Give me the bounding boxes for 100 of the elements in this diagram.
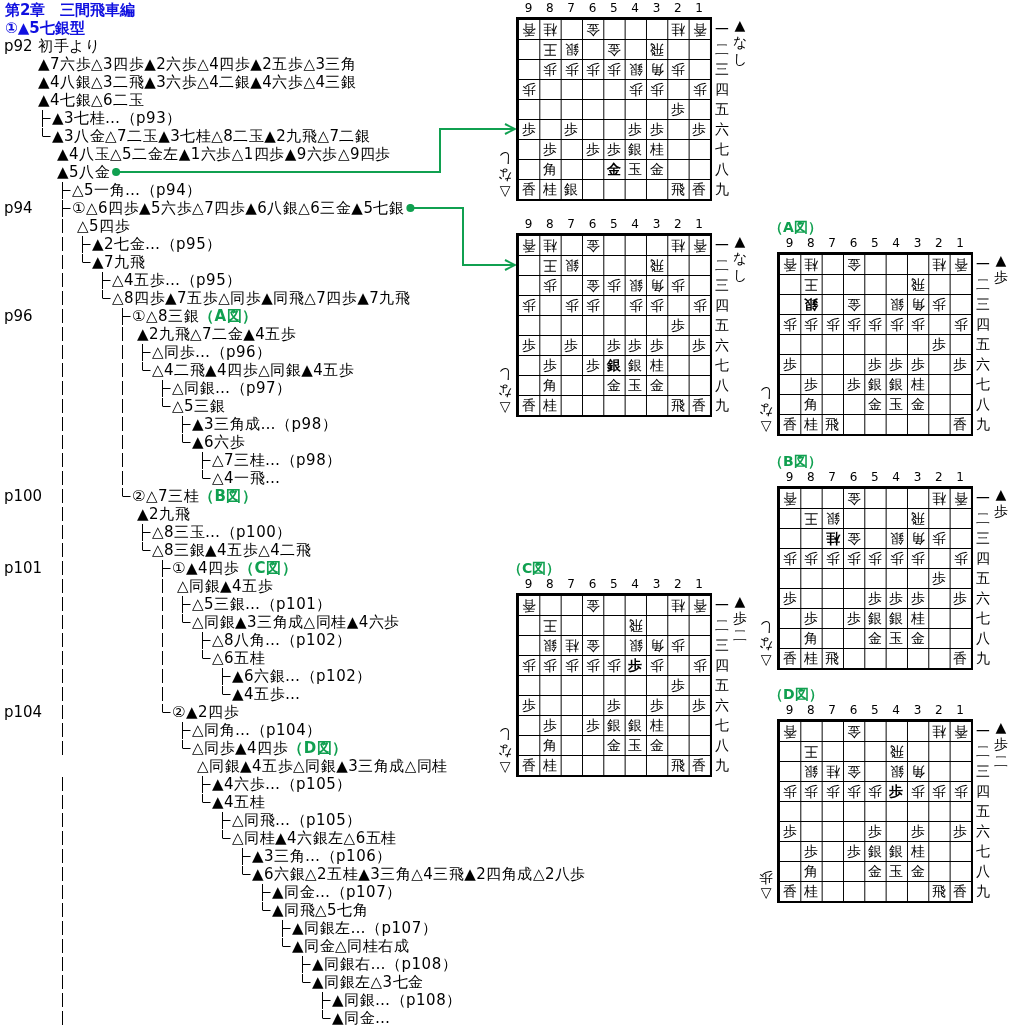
shogi-piece: 金 (648, 735, 665, 755)
shogi-piece: 金 (845, 295, 862, 314)
move-line: ①▲4四歩（C図） (172, 559, 298, 577)
shogi-piece: 角 (648, 276, 665, 295)
move-line: ▲6六銀△2五桂▲3三角△4三飛▲2四角成△2八歩 (252, 865, 586, 883)
shogi-piece: 歩 (627, 335, 644, 355)
column-number: 8 (806, 236, 816, 250)
shogi-piece: 歩 (845, 315, 862, 334)
column-number: 6 (848, 236, 859, 250)
shogi-piece: 飛 (824, 648, 841, 668)
shogi-piece: 玉 (888, 628, 905, 648)
column-number: 2 (673, 217, 683, 231)
row-number: 七 (715, 140, 729, 159)
shogi-piece: 歩 (584, 60, 601, 79)
row-number: 三 (976, 529, 990, 548)
shogi-piece: 飛 (627, 616, 644, 635)
shogi-piece: 歩 (930, 334, 947, 354)
column-number: 4 (630, 577, 640, 591)
column-number: 8 (545, 1, 555, 15)
move-line: ▲2九飛△7二金▲4五歩 (137, 325, 297, 343)
shogi-piece: 歩 (888, 315, 905, 334)
column-number: 6 (587, 577, 598, 591)
column-number: 3 (912, 703, 923, 717)
shogi-piece: 歩 (888, 781, 905, 801)
shogi-piece: 角 (648, 60, 665, 79)
row-number: 四 (976, 549, 990, 568)
shogi-piece: 香 (691, 179, 708, 199)
column-number: 6 (587, 1, 598, 15)
shogi-piece: 金 (648, 375, 665, 395)
row-number: 八 (715, 376, 729, 395)
move-line: △8四歩▲7五歩△同歩▲同飛△7四歩▲7九飛 (112, 289, 411, 307)
shogi-piece: 歩 (520, 119, 537, 139)
move-line: △4二飛▲4四歩△同銀▲4五歩 (152, 361, 355, 379)
shogi-piece: 歩 (627, 80, 644, 99)
row-number: 七 (976, 609, 990, 628)
row-number: 八 (976, 629, 990, 648)
shogi-piece: 香 (520, 395, 537, 415)
row-number: 二 (715, 616, 729, 635)
move-line: ▲4五歩… (232, 685, 301, 703)
shogi-piece: 歩 (802, 782, 819, 801)
move-line: △5三銀 (172, 397, 226, 415)
column-number: 9 (523, 1, 534, 15)
shogi-piece: 香 (952, 489, 969, 508)
shogi-piece: 歩 (520, 695, 537, 715)
row-number: 三 (715, 276, 729, 295)
row-number: 五 (715, 676, 729, 695)
row-number: 六 (976, 822, 990, 841)
shogi-piece: 飛 (909, 275, 926, 294)
shogi-piece: 桂 (824, 762, 841, 781)
shogi-piece: 銀 (627, 715, 644, 735)
shogi-piece: 桂 (541, 236, 558, 255)
shogi-piece: 歩 (866, 315, 883, 334)
column-number: 6 (587, 217, 598, 231)
captured-pieces: ▲歩二 (732, 593, 748, 644)
column-number: 9 (784, 236, 795, 250)
row-number: 三 (715, 60, 729, 79)
shogi-piece: 歩 (627, 119, 644, 139)
shogi-piece: 歩 (691, 335, 708, 355)
shogi-piece: 玉 (627, 735, 644, 755)
shogi-piece: 歩 (520, 296, 537, 315)
shogi-piece: 歩 (845, 782, 862, 801)
column-number: 3 (912, 236, 923, 250)
move-line: ②△7三桂（B図） (132, 487, 258, 505)
shogi-piece: 歩 (691, 656, 708, 675)
move-line: △4五歩…（p95） (112, 271, 242, 289)
captured-pieces: ▲なし (732, 17, 748, 68)
move-line: △同桂▲4六銀左△6五桂 (232, 829, 397, 847)
shogi-piece: 歩 (930, 529, 947, 548)
shogi-piece: 香 (520, 755, 537, 775)
column-number: 7 (566, 577, 576, 591)
shogi-piece: 飛 (930, 881, 947, 901)
figure-heading: （C図） (508, 559, 561, 577)
shogi-piece: 歩 (541, 656, 558, 675)
shogi-piece: 香 (691, 596, 708, 615)
shogi-piece: 歩 (605, 60, 622, 79)
shogi-piece: 銀 (605, 715, 622, 735)
move-line: △6五桂 (212, 649, 266, 667)
row-number: 四 (976, 315, 990, 334)
shogi-piece: 歩 (952, 354, 969, 374)
shogi-piece: 銀 (824, 509, 841, 528)
row-number: 五 (715, 316, 729, 335)
section-title: ①▲5七銀型 (5, 19, 85, 37)
shogi-piece: 桂 (802, 648, 819, 668)
row-number: 一 (976, 255, 990, 274)
shogi-piece: 桂 (930, 489, 947, 508)
shogi-piece: 飛 (669, 755, 686, 775)
column-number: 3 (912, 470, 923, 484)
shogi-piece: 歩 (952, 782, 969, 801)
row-number: 二 (976, 742, 990, 761)
shogi-piece: 香 (952, 722, 969, 741)
shogi-piece: 歩 (781, 588, 798, 608)
column-number: 2 (934, 470, 944, 484)
move-line: △5一角…（p94） (72, 181, 202, 199)
shogi-piece: 香 (691, 755, 708, 775)
shogi-piece: 歩 (952, 315, 969, 334)
shogi-piece: 桂 (648, 139, 665, 159)
shogi-piece: 歩 (541, 139, 558, 159)
shogi-piece: 銀 (627, 636, 644, 655)
figure-heading: （D図） (769, 685, 823, 703)
shogi-piece: 香 (781, 648, 798, 668)
